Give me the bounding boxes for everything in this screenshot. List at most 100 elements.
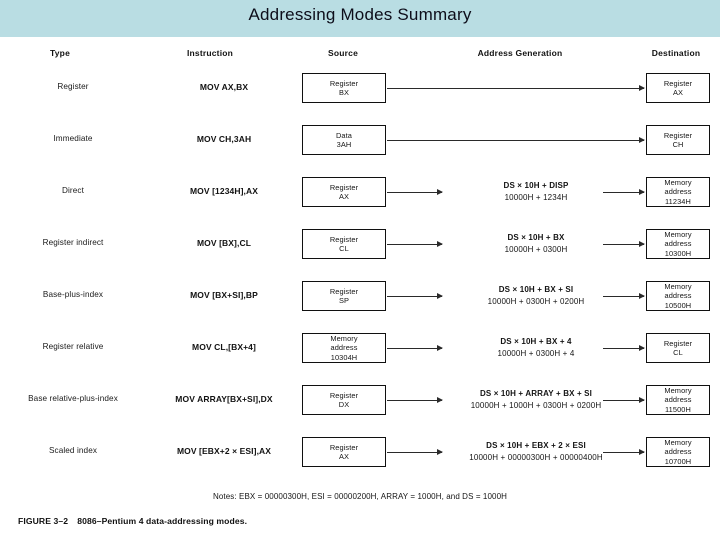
arrow-address-to-destination [603, 449, 645, 456]
arrow-source-to-address [387, 345, 443, 352]
box-line: Register [329, 442, 359, 452]
table-row: Scaled index MOV [EBX+2 × ESI],AX Register… [0, 428, 720, 480]
address-generation-line1: DS × 10H + ARRAY + BX + SI [479, 389, 593, 398]
figure-canvas: Type Instruction Source Address Generati… [0, 37, 720, 540]
box-line: Register [329, 182, 359, 192]
box-line: Memory [330, 334, 358, 344]
address-generation-text: DS × 10H + DISP 10000H + 1234H [438, 180, 634, 203]
row-type-label: Scaled index [48, 446, 98, 455]
row-type-label: Base-plus-index [42, 290, 104, 299]
box-line: address [664, 187, 692, 197]
box-line: Data [335, 130, 352, 140]
address-generation-line2: 10000H + 1234H [504, 192, 568, 202]
row-instruction-label: MOV [1234H],AX [189, 186, 258, 196]
page-title: Addressing Modes Summary [248, 5, 472, 24]
address-generation-line1: DS × 10H + BX + 4 [500, 337, 572, 346]
box-line: Memory [664, 230, 692, 240]
box-line: AX [672, 88, 684, 97]
address-generation-line1: DS × 10H + EBX + 2 × ESI [486, 441, 586, 450]
row-type-label: Register [57, 82, 89, 91]
box-line: 10500H [664, 300, 692, 310]
table-row: Base relative-plus-index MOV ARRAY[BX+SI]… [0, 376, 720, 428]
row-instruction-label: MOV CH,3AH [196, 134, 252, 144]
box-line: Memory [664, 438, 692, 448]
figure-caption-text: 8086–Pentium 4 data-addressing modes. [77, 516, 248, 526]
box-line: CL [339, 244, 349, 253]
box-line: CL [673, 348, 683, 357]
address-generation-line1: DS × 10H + DISP [503, 181, 569, 190]
arrow-source-to-destination [387, 85, 645, 92]
column-header-source: Source [327, 48, 359, 58]
box-line: address [664, 239, 692, 249]
address-generation-line1: DS × 10H + BX + SI [498, 285, 574, 294]
row-instruction-label: MOV [BX+SI],BP [190, 290, 258, 300]
row-type-label: Direct [62, 186, 84, 195]
address-generation-line2: 10000H + 0300H + 4 [497, 348, 575, 358]
arrow-address-to-destination [603, 345, 645, 352]
arrow-address-to-destination [603, 189, 645, 196]
arrow-address-to-destination [603, 293, 645, 300]
box-line: 10700H [664, 456, 692, 466]
row-type-label: Base relative-plus-index [28, 394, 118, 403]
row-type-label: Register relative [42, 342, 104, 351]
row-type-label: Register indirect [42, 238, 104, 247]
box-line: AX [338, 452, 350, 461]
box-line: 11234H [665, 196, 691, 206]
column-header-address-generation: Address Generation [477, 48, 563, 58]
box-line: 10300H [664, 248, 692, 258]
box-line: Register [663, 78, 693, 88]
box-line: address [664, 395, 692, 405]
box-line: 10304H [330, 352, 358, 362]
box-line: Register [329, 234, 359, 244]
arrow-source-to-address [387, 449, 443, 456]
box-line: Register [663, 130, 693, 140]
column-header-destination: Destination [651, 48, 701, 58]
address-generation-text: DS × 10H + BX + 4 10000H + 0300H + 4 [438, 336, 634, 359]
address-generation-line2: 10000H + 0300H + 0200H [487, 296, 585, 306]
arrow-source-to-destination [387, 137, 645, 144]
box-line: Register [329, 390, 359, 400]
address-generation-line2: 10000H + 1000H + 0300H + 0200H [470, 400, 602, 410]
box-line: SP [338, 296, 350, 305]
address-generation-line2: 10000H + 0300H [504, 244, 568, 254]
row-instruction-label: MOV CL,[BX+4] [192, 342, 256, 352]
column-header-type: Type [49, 48, 70, 58]
row-instruction-label: MOV [EBX+2 × ESI],AX [176, 446, 272, 456]
box-line: CH [672, 140, 684, 149]
row-instruction-label: MOV AX,BX [199, 82, 249, 92]
box-line: AX [338, 192, 350, 201]
box-line: Memory [664, 178, 692, 188]
arrow-address-to-destination [603, 241, 645, 248]
arrow-source-to-address [387, 189, 443, 196]
box-line: Register [329, 78, 359, 88]
row-instruction-label: MOV ARRAY[BX+SI],DX [175, 394, 273, 404]
address-generation-text: DS × 10H + BX 10000H + 0300H [438, 232, 634, 255]
box-line: BX [338, 88, 350, 97]
address-generation-line1: DS × 10H + BX [507, 233, 565, 242]
box-line: address [330, 343, 358, 353]
address-generation-text: DS × 10H + BX + SI 10000H + 0300H + 0200H [438, 284, 634, 307]
column-header-instruction: Instruction [186, 48, 234, 58]
address-generation-line2: 10000H + 00000300H + 00000400H [469, 452, 603, 462]
box-line: Memory [664, 282, 692, 292]
arrow-address-to-destination [603, 397, 645, 404]
box-line: 11500H [665, 404, 691, 414]
